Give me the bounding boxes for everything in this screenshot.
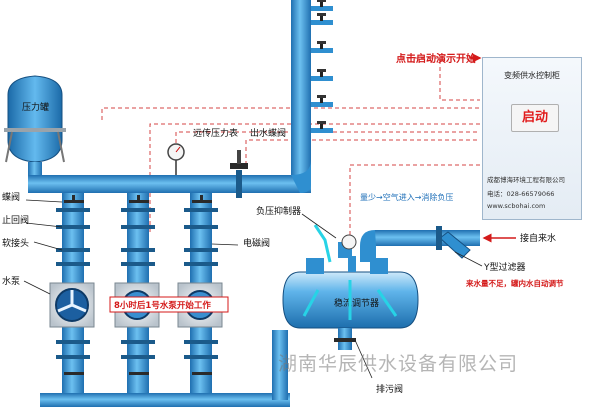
inlet-header-pipe <box>40 393 290 407</box>
drain-valve-label: 排污阀 <box>376 383 403 395</box>
pump-1[interactable] <box>49 282 95 328</box>
outlet-header-pipe <box>28 175 311 193</box>
stabilizer-label: 稳流调节器 <box>334 297 379 309</box>
riser-pipe <box>291 0 311 185</box>
suppressor-label: 负压抑制器 <box>256 205 301 217</box>
inlet-pipe <box>375 230 480 246</box>
pressure-tank-label: 压力罐 <box>22 101 49 113</box>
cabinet-title: 变频供水控制柜 <box>504 71 560 80</box>
low-flow-note: 来水量不足，罐内水自动调节 <box>465 278 564 288</box>
company-name: 成都博海环境工程有限公司 <box>487 176 565 184</box>
solenoid-valve-label: 电磁阀 <box>243 237 270 249</box>
pump-label: 水泵 <box>2 275 20 287</box>
company-website: www.scbohai.com <box>487 202 546 210</box>
check-valve-label: 止回阀 <box>2 214 29 226</box>
y-filter-label: Y型过滤器 <box>483 261 526 273</box>
stabilizer-outlet-pipe <box>272 330 288 400</box>
remote-gauge-label: 远传压力表 <box>193 127 238 139</box>
watermark: 湖南华辰供水设备有限公司 <box>278 353 519 375</box>
signal-lines <box>101 57 480 235</box>
drain-valve[interactable] <box>334 328 356 350</box>
flow-arrows <box>302 224 398 320</box>
butterfly-valves[interactable] <box>64 195 212 375</box>
remote-pressure-gauge <box>167 143 185 175</box>
demo-hint: 点击启动演示开始 <box>396 52 476 65</box>
pressure-tank <box>4 75 66 180</box>
left-leader-lines <box>23 199 239 295</box>
column-flanges <box>56 208 218 359</box>
negative-pressure-note: 量少→空气进入→消除负压 <box>360 192 453 202</box>
soft-joint-label: 软接头 <box>2 237 29 249</box>
riser-outlets <box>311 0 333 133</box>
pump-note: 8小时后1号水泵开始工作 <box>109 296 229 313</box>
svg-text:8小时后1号水泵开始工作: 8小时后1号水泵开始工作 <box>114 300 211 311</box>
suppressor-leader <box>301 213 337 239</box>
inlet-label: 接自来水 <box>520 232 556 244</box>
outlet-butterfly-valve[interactable] <box>230 150 248 198</box>
butterfly-valve-label: 蝶阀 <box>2 191 20 203</box>
company-phone: 电话：028-66579066 <box>487 190 555 198</box>
control-cabinet: 变频供水控制柜 启动 成都博海环境工程有限公司 电话：028-66579066 … <box>482 57 582 220</box>
y-filter <box>436 226 471 259</box>
outlet-valve-label: 出水蝶阀 <box>250 127 286 139</box>
start-button[interactable]: 启动 <box>511 104 559 132</box>
negative-pressure-suppressor <box>338 234 357 258</box>
